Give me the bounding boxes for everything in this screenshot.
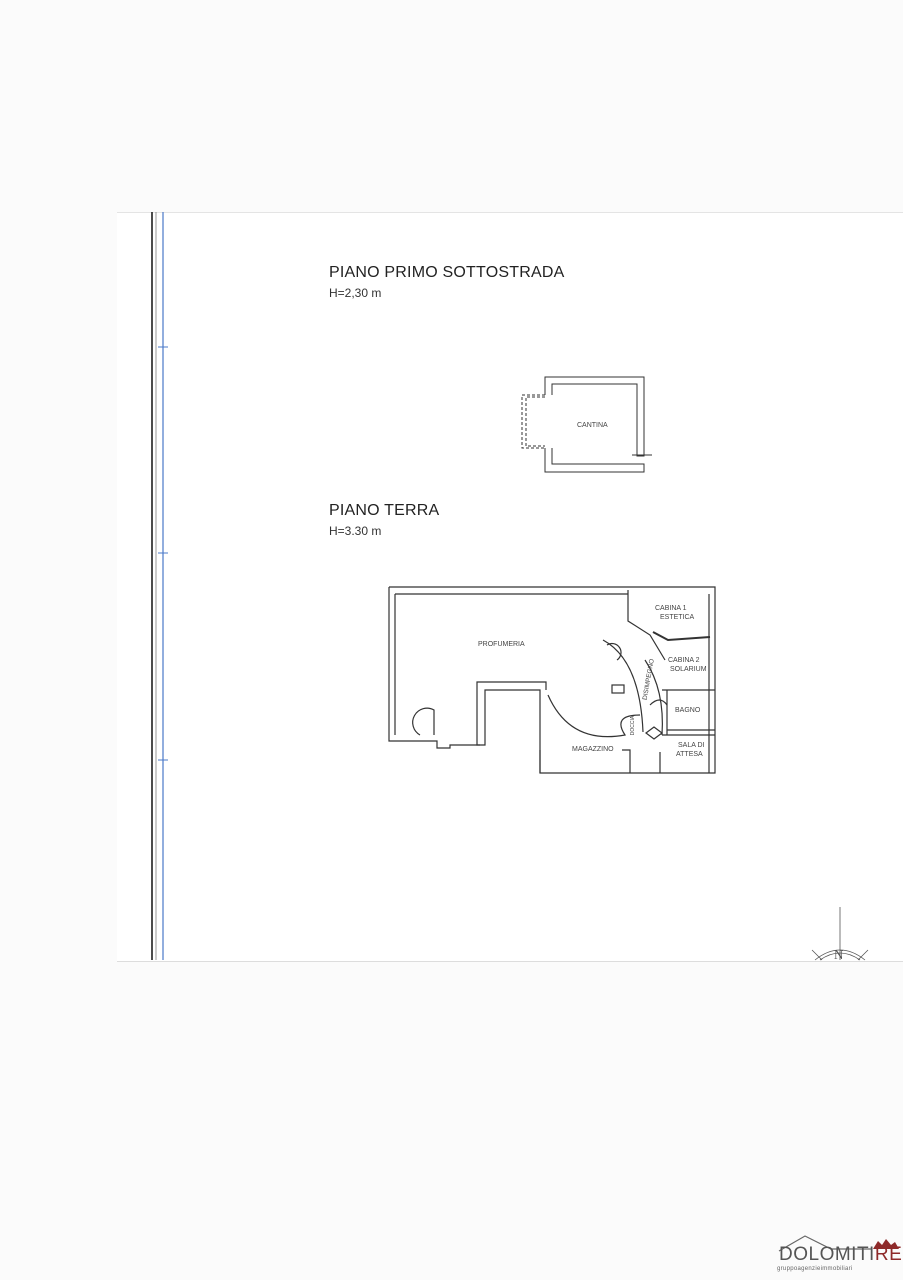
room-label-profumeria: PROFUMERIA	[478, 641, 525, 648]
compass-north-label: N	[834, 947, 844, 962]
floor-height-ground: H=3.30 m	[329, 524, 382, 538]
room-label-estetica: ESTETICA	[660, 614, 695, 621]
piano-terra-plan	[388, 586, 716, 774]
cantina-plan	[521, 376, 652, 473]
floor-title-ground: PIANO TERRA	[329, 502, 440, 519]
floor-title-basement: PIANO PRIMO SOTTOSTRADA	[329, 264, 565, 281]
dolomitire-logo: DOLOMITIRE gruppoagenzieimmobiliari	[775, 1233, 903, 1280]
room-label-bagno: BAGNO	[675, 707, 701, 714]
room-label-magazzino: MAGAZZINO	[572, 746, 614, 753]
logo-tagline: gruppoagenzieimmobiliari	[777, 1266, 853, 1272]
floor-height-basement: H=2,30 m	[329, 286, 382, 300]
room-label-cantina: CANTINA	[577, 422, 608, 429]
room-label-doccia: DOCCIA	[630, 715, 637, 736]
logo-name-accent: RE	[874, 1244, 903, 1265]
room-label-solarium: SOLARIUM	[670, 666, 707, 673]
room-label-sala-di: SALA DI	[678, 742, 705, 749]
logo-roof-icon	[778, 1235, 899, 1252]
room-label-cabina-1: CABINA 1	[655, 605, 687, 612]
room-label-cabina-2: CABINA 2	[668, 657, 700, 664]
room-label-attesa: ATTESA	[676, 751, 703, 758]
logo-name: DOLOMITI	[779, 1244, 875, 1265]
compass-rose	[811, 907, 869, 961]
